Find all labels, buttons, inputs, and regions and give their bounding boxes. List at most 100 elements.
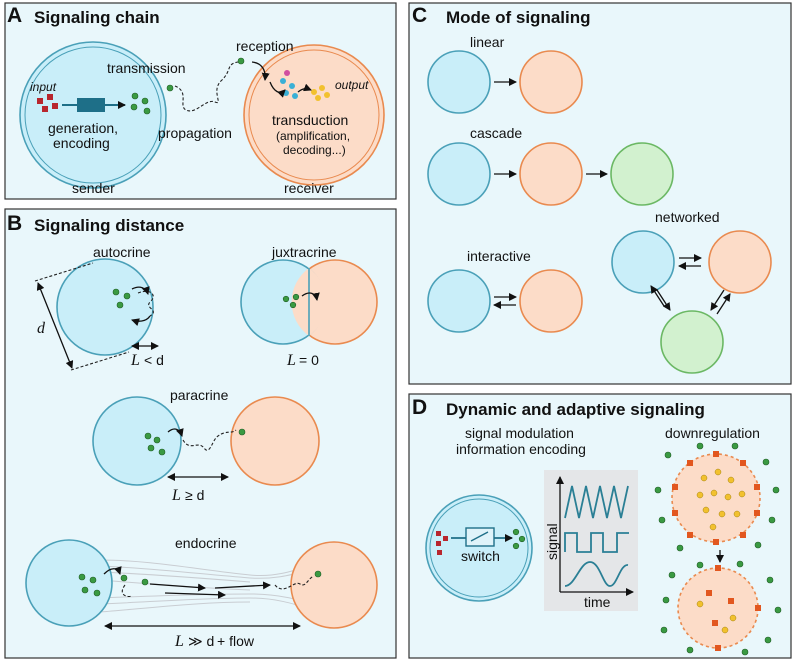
ligands-after — [660, 560, 782, 656]
signal-axis-label: signal — [544, 523, 560, 560]
sender-cell — [19, 41, 167, 189]
cascade-label: cascade — [470, 125, 522, 141]
panel-c-letter: C — [412, 4, 427, 27]
cascade-cell-3 — [610, 142, 674, 206]
input-label: input — [30, 80, 57, 94]
interactive-label: interactive — [467, 248, 531, 264]
panel-d-letter: D — [412, 396, 427, 419]
output-label: output — [335, 78, 369, 92]
panel-a-letter: A — [7, 4, 22, 27]
reception-arrow — [251, 61, 270, 81]
transduction-arrow-1 — [269, 81, 286, 98]
transduction-label: transduction — [272, 112, 348, 128]
juxtracrine-L: L — [286, 352, 296, 369]
paracrine-relation: ≥ d — [185, 487, 204, 503]
receiver-label: receiver — [284, 180, 334, 196]
panel-c-title: Mode of signaling — [446, 8, 591, 27]
juxtracrine-label: juxtracrine — [271, 244, 337, 260]
switch-output-dots — [512, 528, 526, 550]
sender-dots — [130, 84, 174, 115]
switch-input — [436, 531, 448, 555]
cascade-cell-2 — [519, 142, 583, 206]
network-arrow-6 — [716, 293, 731, 315]
modulation-line-2: information encoding — [456, 441, 586, 457]
ligands-before — [654, 442, 780, 552]
endocrine-relation: ≫ d — [188, 633, 214, 649]
encoding-label: encoding — [53, 135, 110, 151]
panel-d-title: Dynamic and adaptive signaling — [446, 400, 705, 419]
network-arrow-4 — [650, 285, 665, 307]
time-axis-label: time — [584, 594, 611, 610]
generation-label: generation, — [48, 120, 118, 136]
paracrine-dots — [144, 428, 246, 456]
panel-b-title: Signaling distance — [34, 216, 184, 235]
interactive-cell-2 — [519, 269, 583, 333]
endocrine-flow: + flow — [217, 633, 255, 649]
sender-membrane — [24, 46, 162, 184]
receptors-after — [706, 565, 761, 651]
paracrine-L: L — [171, 487, 181, 504]
autocrine-cell — [56, 258, 154, 356]
endocrine-path-1 — [121, 584, 133, 598]
propagation-path — [174, 61, 239, 112]
juxtracrine-arrow — [301, 292, 320, 301]
transduction-arrow-2 — [297, 83, 312, 93]
interactive-cell-1 — [427, 269, 491, 333]
receptors-before — [672, 451, 760, 545]
autocrine-in-arrow — [131, 315, 151, 327]
downregulation-label: downregulation — [665, 425, 760, 441]
paracrine-out-arrow — [167, 428, 184, 437]
panel-c: C Mode of signaling linear cascade inter… — [408, 2, 792, 385]
networked-cell-3 — [660, 310, 724, 374]
autocrine-dots — [112, 288, 131, 309]
paracrine-sender-cell — [92, 396, 182, 486]
endocrine-out-arrow — [103, 566, 122, 575]
autocrine-label: autocrine — [93, 244, 151, 260]
switch-lever — [470, 531, 489, 542]
linear-label: linear — [470, 34, 505, 50]
flow-arrow-3 — [214, 581, 271, 590]
network-arrow-5 — [710, 289, 725, 311]
panel-a-title: Signaling chain — [34, 8, 160, 27]
pulse-trace — [564, 485, 629, 519]
d-arrow — [36, 282, 74, 369]
reception-label: reception — [236, 38, 294, 54]
flow-arrow-2 — [164, 590, 226, 599]
cascade-cell-1 — [427, 142, 491, 206]
network-arrow-3 — [656, 289, 671, 311]
juxtracrine-relation: = 0 — [299, 352, 319, 368]
endocrine-sender-cell — [25, 539, 113, 627]
panel-d: D Dynamic and adaptive signaling signal … — [408, 393, 792, 659]
endocrine-dots — [78, 570, 322, 597]
amplification-label: (amplification, — [276, 129, 350, 143]
input-molecules — [37, 94, 58, 112]
linear-cell-1 — [427, 50, 491, 114]
panel-a: A Signaling chain input transmission gen… — [4, 2, 397, 200]
autocrine-path — [137, 290, 154, 317]
square-trace — [564, 532, 629, 553]
sender-label: sender — [72, 180, 115, 196]
propagating-molecule — [237, 57, 245, 65]
switch-cell-membrane — [429, 498, 529, 598]
juxtracrine-dots — [282, 293, 300, 309]
d-label: d — [37, 320, 46, 337]
encoder-block — [77, 98, 105, 112]
smooth-trace — [564, 561, 629, 587]
autocrine-relation: < d — [144, 352, 164, 368]
d-guide-bottom — [70, 351, 130, 371]
endocrine-path-2 — [274, 575, 315, 590]
receiver-membrane — [248, 49, 380, 181]
panel-b: B Signaling distance autocrine d L < d j… — [4, 208, 397, 659]
paracrine-receiver-cell — [230, 396, 320, 486]
transmission-label: transmission — [107, 60, 186, 76]
propagation-label: propagation — [158, 125, 232, 141]
networked-cell-2 — [708, 230, 772, 294]
receiver-cell — [243, 44, 385, 186]
autocrine-out-arrow — [131, 286, 150, 295]
endocrine-L: L — [174, 633, 184, 650]
autocrine-L: L — [130, 352, 140, 369]
switch-label: switch — [461, 548, 500, 564]
linear-cell-2 — [519, 50, 583, 114]
decoding-label: decoding...) — [283, 143, 346, 157]
paracrine-label: paracrine — [170, 387, 229, 403]
